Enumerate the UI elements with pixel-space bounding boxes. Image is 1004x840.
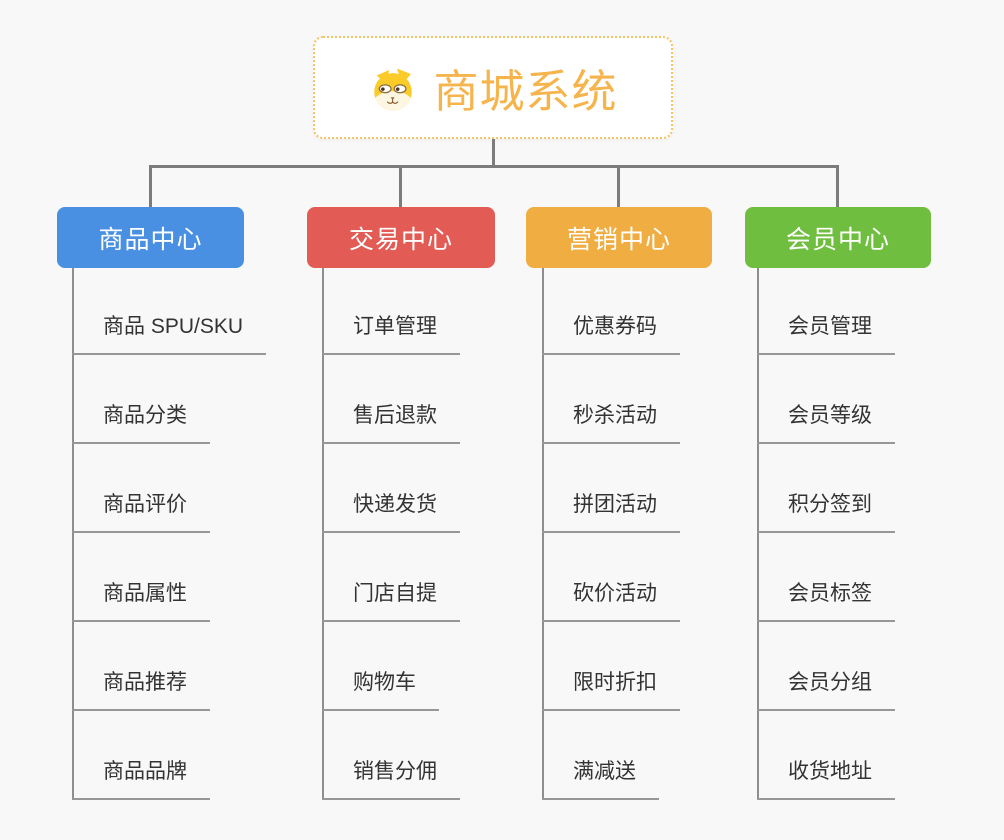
leaf-node-item[interactable]: 会员管理 [757,311,895,355]
leaf-node-item[interactable]: 订单管理 [322,311,460,355]
leaf-node-item[interactable]: 商品品牌 [72,756,210,800]
branch-trunk-line [757,268,759,800]
connector-bus [149,165,839,168]
dog-face-icon [374,67,413,111]
leaf-node-item[interactable]: 售后退款 [322,400,460,444]
leaf-node-item[interactable]: 购物车 [322,667,439,711]
connector-drop [149,165,152,207]
leaf-node-item[interactable]: 商品分类 [72,400,210,444]
leaf-node-item[interactable]: 限时折扣 [542,667,680,711]
leaf-node-item[interactable]: 商品属性 [72,578,210,622]
leaf-node-item[interactable]: 积分签到 [757,489,895,533]
branch-trunk-line [72,268,74,800]
root-title: 商城系统 [433,66,618,117]
leaf-node-item[interactable]: 满减送 [542,756,659,800]
leaf-node-item[interactable]: 会员等级 [757,400,895,444]
leaf-node-item[interactable]: 砍价活动 [542,578,680,622]
leaf-node-item[interactable]: 门店自提 [322,578,460,622]
branch-trunk-line [542,268,544,800]
leaf-node-item[interactable]: 会员标签 [757,578,895,622]
leaf-node-item[interactable]: 快递发货 [322,489,460,533]
leaf-node-item[interactable]: 商品 SPU/SKU [72,311,267,355]
leaf-node-item[interactable]: 销售分佣 [322,756,460,800]
leaf-node-item[interactable]: 拼团活动 [542,489,680,533]
connector-root-stem [492,139,495,168]
branch-node-marketing-center[interactable]: 营销中心 [526,207,712,268]
leaf-node-item[interactable]: 收货地址 [757,756,895,800]
root-node-mall-system[interactable]: 商城系统 [313,36,673,139]
connector-drop [836,165,839,207]
leaf-node-item[interactable]: 商品评价 [72,489,210,533]
leaf-node-item[interactable]: 优惠券码 [542,311,680,355]
connector-drop [617,165,620,207]
leaf-node-item[interactable]: 商品推荐 [72,667,210,711]
leaf-node-item[interactable]: 会员分组 [757,667,895,711]
connector-drop [399,165,402,207]
branch-node-member-center[interactable]: 会员中心 [745,207,931,268]
branch-trunk-line [322,268,324,800]
branch-node-product-center[interactable]: 商品中心 [57,207,244,268]
branch-node-trade-center[interactable]: 交易中心 [307,207,495,268]
leaf-node-item[interactable]: 秒杀活动 [542,400,680,444]
